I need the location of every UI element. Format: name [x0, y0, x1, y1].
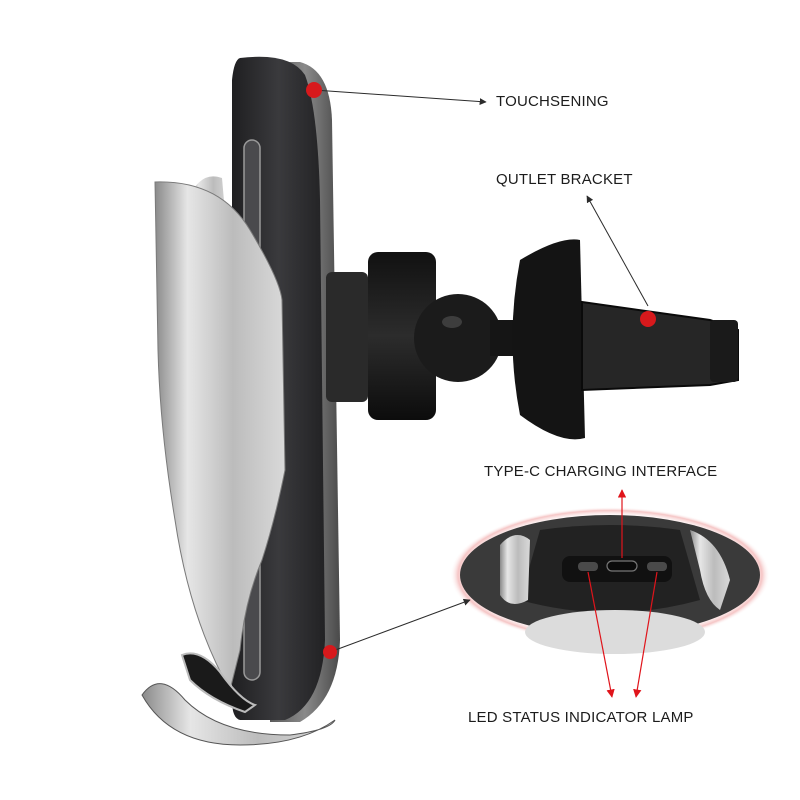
callout-line-led-right	[633, 571, 658, 698]
vent-dome	[512, 239, 585, 440]
ball-joint	[414, 294, 502, 382]
usb-c-port-icon	[606, 560, 638, 572]
callout-line-vent	[586, 195, 649, 307]
callout-line-touch	[313, 89, 487, 106]
led-lamp-right-icon	[647, 562, 667, 571]
marker-touch-icon	[306, 82, 322, 98]
marker-bottom-icon	[323, 645, 337, 659]
bottom-hook-outer	[141, 683, 336, 746]
marker-vent-icon	[640, 311, 656, 327]
silver-arm	[154, 181, 286, 692]
bottom-hook-inner	[180, 652, 258, 714]
callout-line-led-left	[587, 571, 615, 698]
led-lamp-left-icon	[578, 562, 598, 571]
vent-clip	[581, 300, 739, 392]
callout-line-bottom	[329, 598, 471, 653]
label-touchsening: TOUCHSENING	[496, 93, 609, 110]
label-led-status-lamp: LED STATUS INDICATOR LAMP	[468, 709, 694, 726]
adjust-nut	[368, 252, 436, 420]
label-outlet-bracket: QUTLET BRACKET	[496, 171, 633, 188]
label-type-c-interface: TYPE-C CHARGING INTERFACE	[484, 463, 718, 480]
